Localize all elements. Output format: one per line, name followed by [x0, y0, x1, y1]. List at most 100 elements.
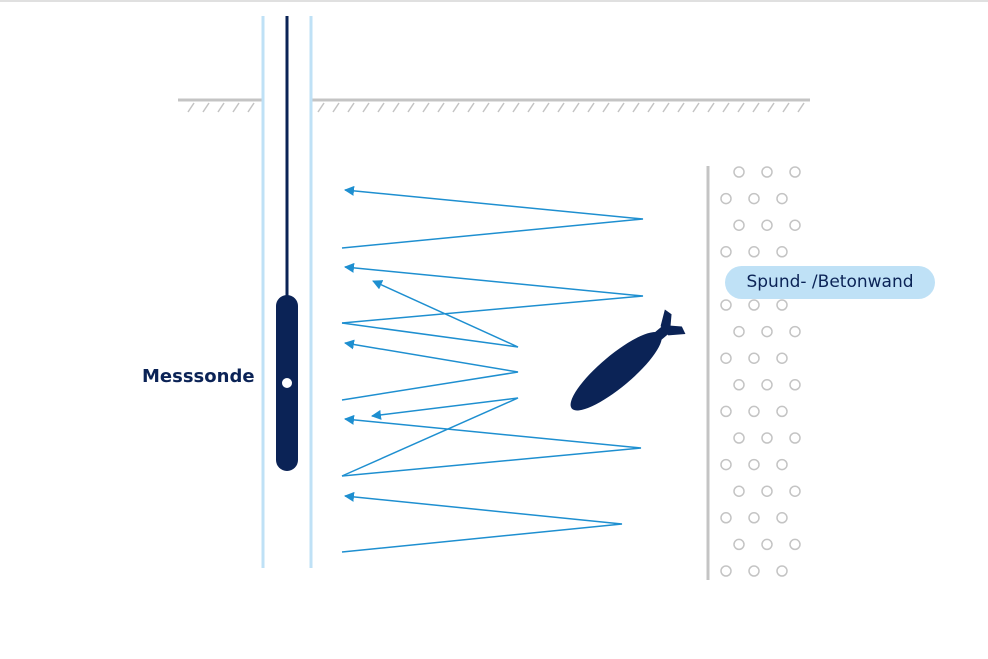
ground-hatch-mark [557, 102, 565, 113]
wall-dot [748, 192, 760, 205]
wall-dot [733, 432, 745, 444]
ground-hatch-mark [632, 102, 640, 113]
wall-dot [720, 192, 732, 205]
ground-hatch-mark [797, 102, 805, 113]
wall-dot [789, 485, 801, 497]
borehole-casing [261, 16, 313, 568]
ground-hatch-mark [202, 102, 210, 113]
wall-dot [720, 299, 732, 311]
wall-dot [733, 379, 745, 391]
wall-dot [776, 299, 788, 311]
ground-hatch-mark [332, 102, 340, 113]
ground-hatch-mark [527, 102, 535, 113]
ground-hatch-mark [767, 102, 775, 113]
wall-dot [720, 458, 732, 471]
ground-hatch-mark [317, 102, 325, 113]
ground-hatch-mark [737, 102, 745, 113]
wall-dot [748, 405, 760, 418]
wall-dot [761, 379, 773, 391]
wall-dot [748, 458, 760, 471]
bomb-icon [570, 309, 686, 411]
wall-dot [789, 538, 801, 551]
ground-hatch-mark [392, 102, 400, 113]
wall-dot [789, 166, 801, 178]
ground-hatch-mark [662, 102, 670, 113]
signal-path-7 [341, 491, 623, 553]
wall-dot [720, 246, 732, 258]
signal-path-4 [341, 339, 519, 401]
wall-dot [748, 299, 760, 311]
ground-hatch-mark [677, 102, 685, 113]
wall-dot [733, 538, 745, 551]
wall-dot [720, 512, 732, 524]
ground-hatch-mark [437, 102, 445, 113]
ground-hatch-mark [452, 102, 460, 113]
ground-hatch-mark [782, 102, 790, 113]
ground-hatch-mark [572, 102, 580, 113]
wall-dot [748, 512, 760, 524]
signal-path-6 [341, 414, 642, 477]
wall-dot [720, 405, 732, 418]
ground-hatch-mark [347, 102, 355, 113]
ground-hatch-mark [187, 102, 195, 113]
ground-hatch-mark [587, 102, 595, 113]
wall-dot [748, 246, 760, 258]
wall-dot [733, 166, 745, 178]
wall-dot [761, 485, 773, 497]
ground-hatch-mark [407, 102, 415, 113]
probe-label: Messsonde [142, 366, 255, 387]
wall-dot [748, 565, 760, 577]
wall-dot [733, 219, 745, 231]
ground-hatch-mark [497, 102, 505, 113]
wall-dot [720, 352, 732, 364]
wall-dot [776, 405, 788, 418]
ground-hatch-mark [217, 102, 225, 113]
ground-hatch-mark [247, 102, 255, 113]
ground-hatch-mark [647, 102, 655, 113]
wall-dot [789, 432, 801, 444]
wall-dot [776, 352, 788, 364]
wall-dot [776, 458, 788, 471]
wall-dot [789, 325, 801, 338]
wall-dot [761, 219, 773, 231]
ground-hatch-mark [617, 102, 625, 113]
wall-label: Spund- /Betonwand [725, 266, 935, 299]
wall-dot [776, 512, 788, 524]
wall-dot [720, 565, 732, 577]
wall-dot [761, 325, 773, 338]
ground-hatch-mark [467, 102, 475, 113]
probe [276, 295, 298, 471]
wall-dot [776, 192, 788, 205]
wall-dot [761, 538, 773, 551]
wall-dot [748, 352, 760, 364]
signal-path-3 [341, 280, 519, 348]
signal-path-5 [341, 397, 519, 477]
wall-dot [789, 219, 801, 231]
signal-path-2 [341, 262, 644, 324]
ground-hatch-mark [752, 102, 760, 113]
ground-hatch-mark [602, 102, 610, 113]
wall-dot [761, 432, 773, 444]
wall-aggregate [720, 166, 801, 577]
ground-hatch-mark [692, 102, 700, 113]
ground-hatch-mark [482, 102, 490, 113]
ground-hatch-mark [707, 102, 715, 113]
ground-hatch-mark [362, 102, 370, 113]
ground-hatch-mark [232, 102, 240, 113]
signal-paths [341, 185, 644, 553]
wall-dot [776, 246, 788, 258]
ground-hatch-mark [377, 102, 385, 113]
signal-path-1 [341, 185, 644, 249]
wall-dot [733, 485, 745, 497]
ground-hatch-mark [422, 102, 430, 113]
wall-dot [789, 379, 801, 391]
wall-dot [776, 565, 788, 577]
ground-hatch-mark [722, 102, 730, 113]
wall-dot [733, 325, 745, 338]
probe-sensor [282, 378, 292, 388]
wall-dot [761, 166, 773, 178]
ground-surface [178, 98, 810, 113]
ground-hatch-mark [542, 102, 550, 113]
ground-hatch-mark [512, 102, 520, 113]
